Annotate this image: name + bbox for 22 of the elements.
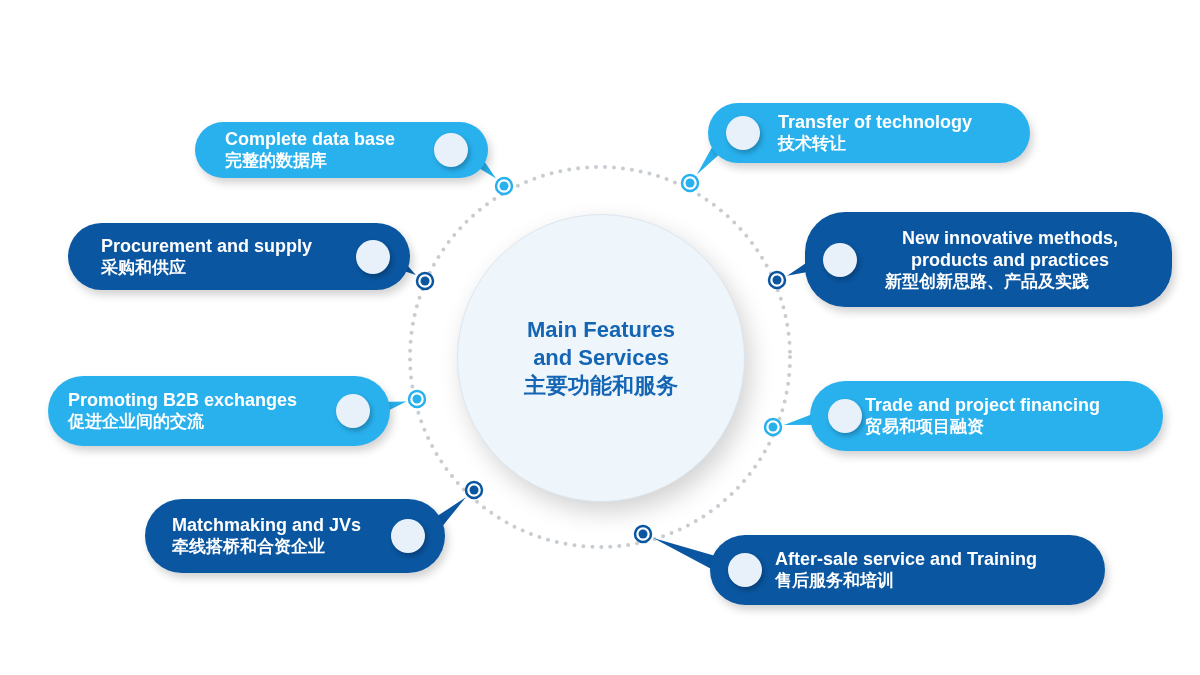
feature-subtitle: 技术转让	[778, 133, 846, 155]
callout-bubble	[48, 376, 390, 446]
feature-title: Trade and project financing	[865, 394, 1101, 416]
callout-bubble	[810, 381, 1163, 451]
feature-subtitle: 牵线搭桥和合资企业	[172, 536, 325, 558]
center-subtitle: 主要功能和服务	[524, 372, 678, 400]
feature-title: Promoting B2B exchanges	[68, 389, 298, 411]
feature-title: Complete data base	[225, 128, 396, 150]
center-title: Main Features and Services	[526, 316, 676, 372]
feature-subtitle: 促进企业间的交流	[68, 411, 204, 433]
feature-title: Procurement and supply	[101, 234, 313, 257]
feature-title: Matchmaking and JVs	[172, 514, 362, 536]
feature-subtitle: 新型创新思路、产品及实践	[885, 270, 1089, 293]
feature-title: Transfer of technology	[778, 111, 973, 133]
feature-subtitle: 贸易和项目融资	[865, 416, 984, 438]
feature-title: After-sale service and Training	[775, 548, 1038, 570]
callout-bubble	[805, 212, 1172, 307]
feature-subtitle: 采购和供应	[101, 256, 186, 279]
feature-subtitle: 售后服务和培训	[775, 570, 894, 592]
callout-bubble	[68, 223, 410, 290]
feature-title: New innovative methods, products and practices	[900, 226, 1119, 271]
feature-subtitle: 完整的数据库	[225, 150, 327, 172]
